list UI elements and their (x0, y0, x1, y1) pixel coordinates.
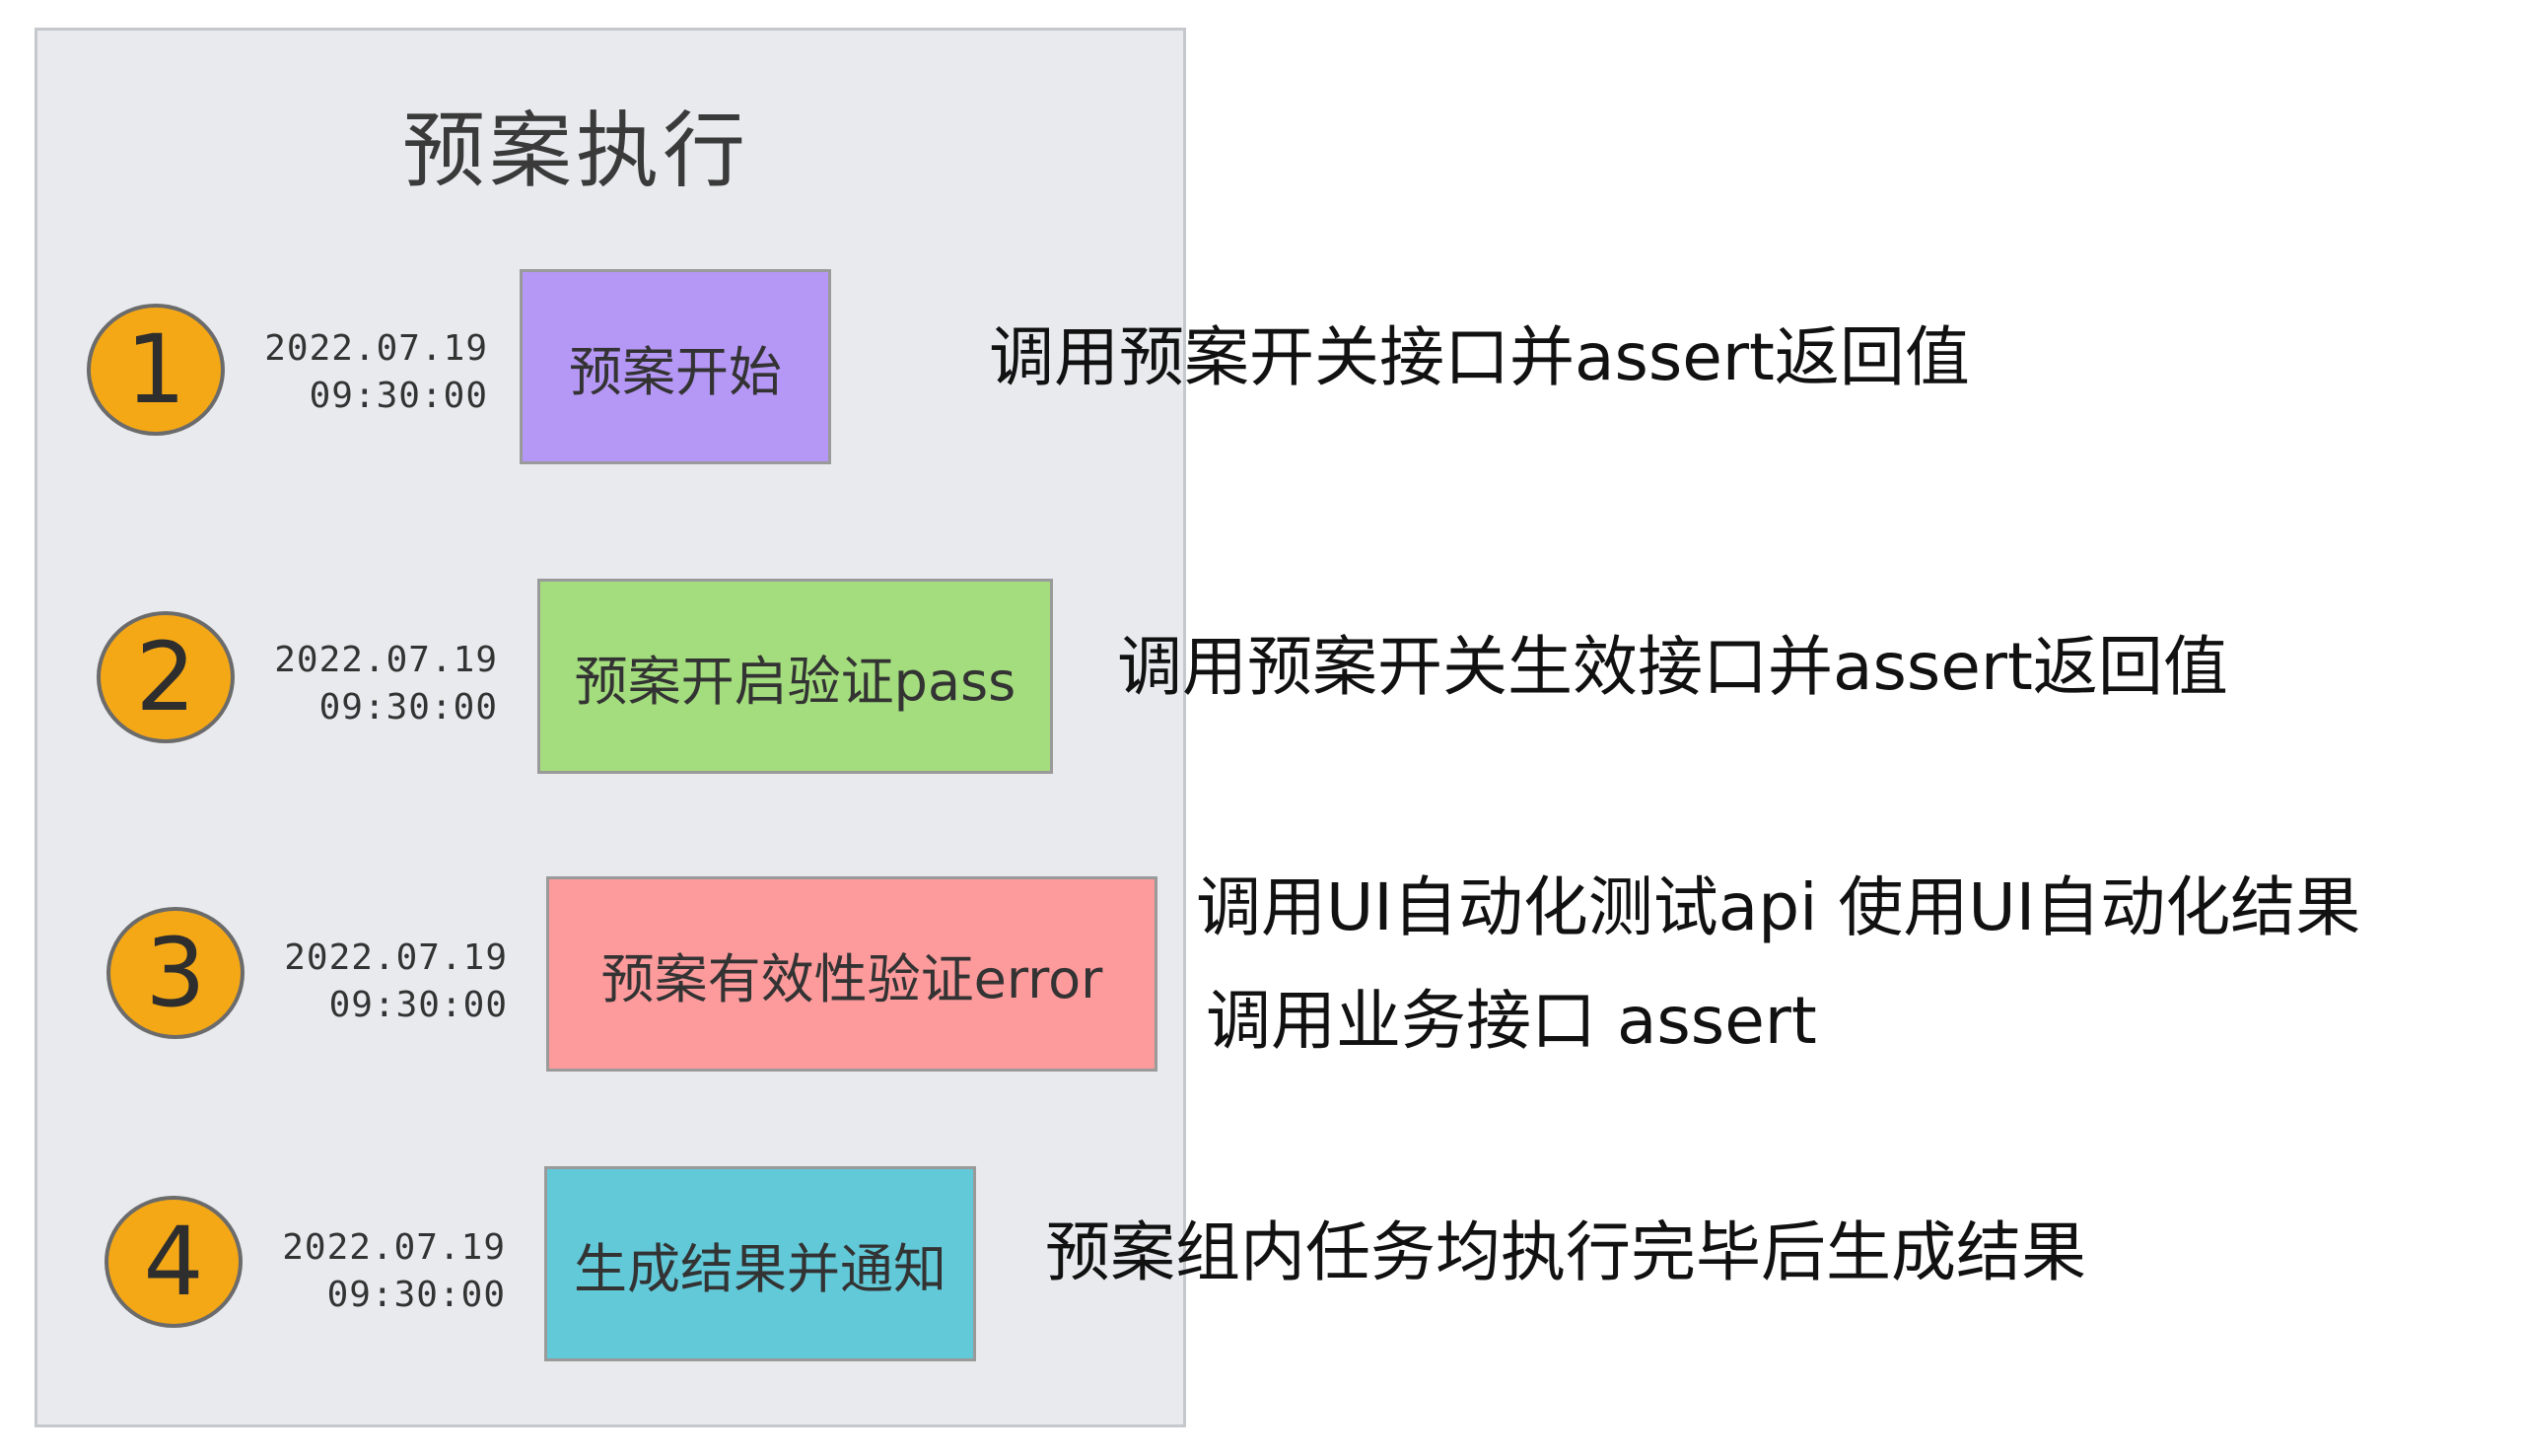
step-2-timestamp: 2022.07.19 09:30:00 (261, 637, 498, 731)
step-3-note-line-2: 调用业务接口 assert (1206, 983, 1817, 1059)
step-2-date: 2022.07.19 (274, 640, 498, 680)
step-4-note: 预案组内任务均执行完毕后生成结果 (1045, 1214, 2086, 1290)
step-3-time: 09:30:00 (328, 985, 508, 1025)
step-1-number-badge: 1 (87, 304, 225, 436)
step-1-timestamp: 2022.07.19 09:30:00 (251, 325, 488, 420)
step-3-note-line-1: 调用UI自动化测试api 使用UI自动化结果 (1196, 869, 2361, 945)
step-4-number-badge: 4 (105, 1196, 243, 1328)
step-3-date: 2022.07.19 (284, 937, 508, 978)
step-1-box: 预案开始 (520, 269, 831, 464)
panel-title: 预案执行 (402, 103, 750, 199)
step-4-box: 生成结果并通知 (544, 1166, 976, 1361)
step-3-timestamp: 2022.07.19 09:30:00 (271, 935, 508, 1029)
step-2-box: 预案开启验证pass (537, 579, 1053, 774)
step-3-number-badge: 3 (106, 907, 245, 1039)
step-1-note: 调用预案开关接口并assert返回值 (989, 319, 1970, 395)
step-2-label: 预案开启验证pass (574, 650, 1016, 713)
step-2-time: 09:30:00 (318, 687, 498, 728)
step-3-label: 预案有效性验证error (600, 947, 1103, 1010)
step-4-label: 生成结果并通知 (574, 1237, 946, 1300)
step-3-box: 预案有效性验证error (546, 876, 1157, 1072)
step-1-date: 2022.07.19 (264, 328, 488, 369)
step-4-time: 09:30:00 (326, 1275, 506, 1315)
step-4-timestamp: 2022.07.19 09:30:00 (269, 1224, 506, 1319)
step-1-time: 09:30:00 (309, 376, 488, 416)
step-2-note: 调用预案开关生效接口并assert返回值 (1117, 629, 2228, 705)
step-1-label: 预案开始 (569, 340, 782, 403)
step-4-date: 2022.07.19 (282, 1227, 506, 1268)
step-2-number-badge: 2 (97, 611, 235, 743)
